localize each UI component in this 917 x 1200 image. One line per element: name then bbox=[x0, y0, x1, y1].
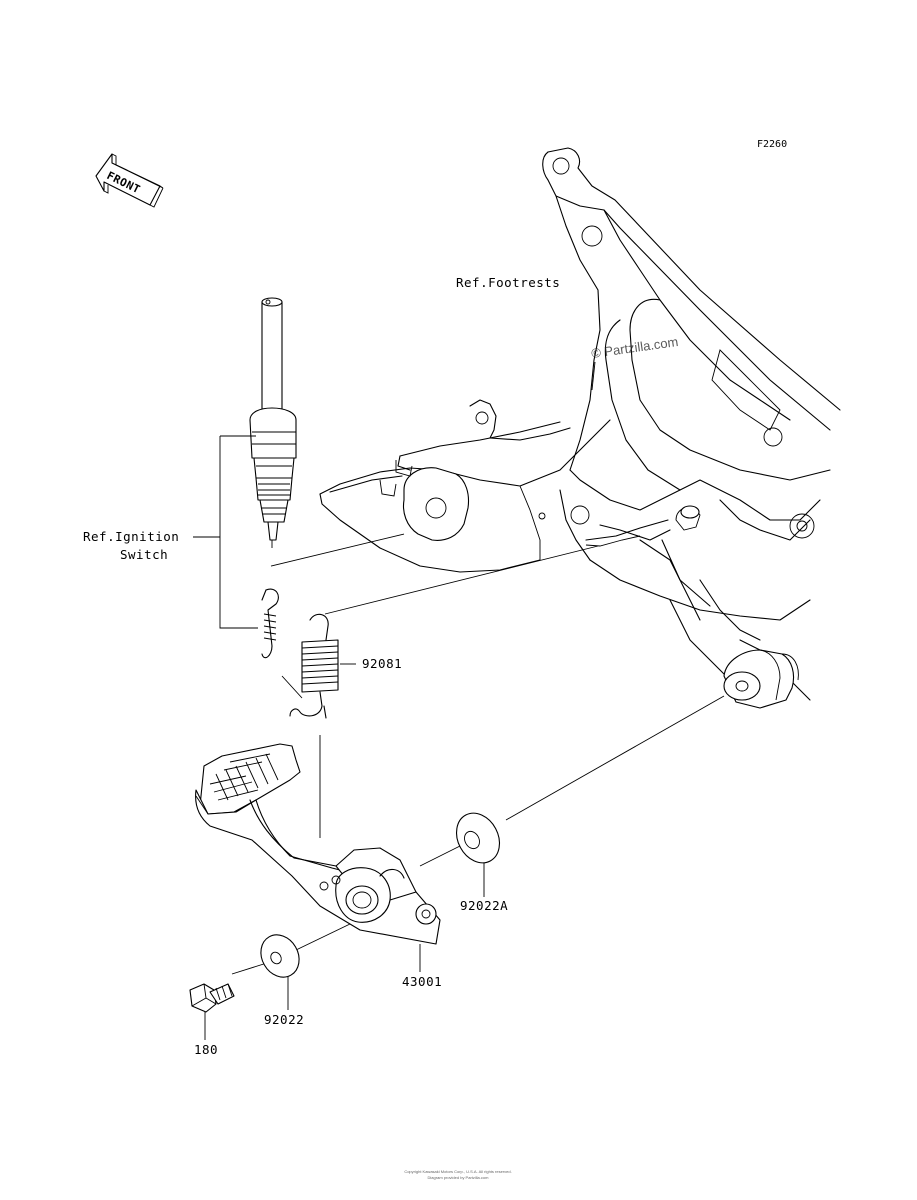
footer-credit: Diagram provided by Partzilla.com bbox=[428, 1175, 490, 1180]
pedal-spring-92081 bbox=[289, 613, 339, 719]
front-arrow-icon: FRONT bbox=[95, 153, 164, 208]
part-number-92022: 92022 bbox=[264, 1012, 304, 1027]
washer-92022A bbox=[455, 812, 501, 864]
part-number-43001: 43001 bbox=[402, 974, 442, 989]
frame bbox=[538, 147, 841, 709]
part-number-92022A: 92022A bbox=[460, 898, 508, 913]
ref-footrests-label: Ref.Footrests bbox=[456, 275, 560, 290]
ignition-switch bbox=[249, 297, 297, 548]
leader-lines bbox=[193, 361, 725, 1040]
footrest-bracket bbox=[319, 399, 611, 573]
ref-ignition-label-line2: Switch bbox=[120, 547, 168, 562]
switch-spring bbox=[261, 588, 279, 659]
brake-pedal-43001 bbox=[195, 743, 441, 945]
part-number-180: 180 bbox=[194, 1042, 218, 1057]
watermark: © Partzilla.com bbox=[590, 334, 679, 361]
washer-92022 bbox=[260, 934, 300, 978]
ref-ignition-label-line1: Ref.Ignition bbox=[83, 529, 179, 544]
part-number-92081: 92081 bbox=[362, 656, 402, 671]
bolt-180 bbox=[189, 983, 235, 1013]
footer-copyright: Copyright Kawasaki Motors Corp., U.S.A. … bbox=[404, 1169, 511, 1174]
figure-code: F2260 bbox=[757, 139, 787, 150]
